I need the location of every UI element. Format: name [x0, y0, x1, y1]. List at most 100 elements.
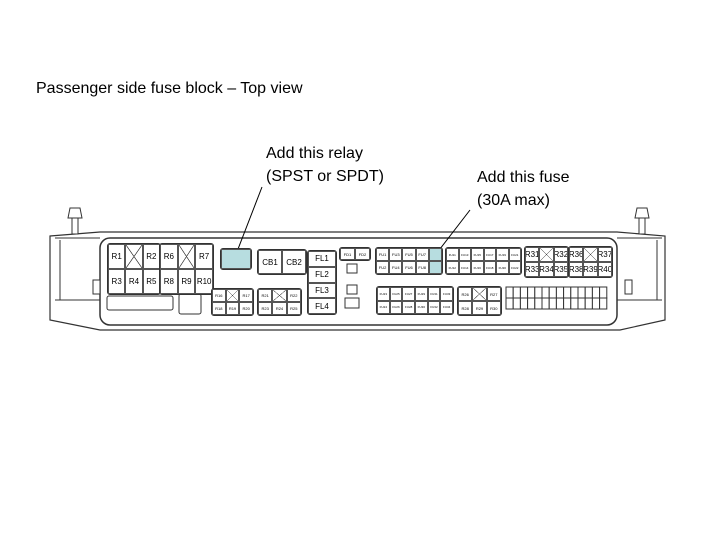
slot-fu33: FU33	[440, 287, 453, 301]
slot-r31: R31	[525, 247, 540, 262]
slot-r17: R17	[239, 289, 253, 302]
slot-r2: R2	[142, 244, 160, 269]
slot-r4: R4	[125, 269, 143, 294]
slot-fu13: FU13	[458, 248, 471, 261]
empty-slot	[583, 247, 598, 262]
connector-pin	[512, 286, 521, 299]
connector-strip	[106, 295, 174, 311]
slot-fu5: FU5	[402, 248, 416, 261]
slot-fu22: FU22	[508, 261, 521, 274]
slot-fu4: FU4	[389, 261, 403, 274]
slot-fu16: FU16	[471, 261, 484, 274]
connector-pin	[584, 286, 593, 299]
slot-r28: R28	[458, 301, 473, 315]
slot-fu28: FU28	[402, 300, 415, 314]
slot-r36: R36	[569, 247, 584, 262]
connector-pin	[512, 297, 521, 310]
slot-fu30: FU30	[415, 300, 428, 314]
slot-r29: R29	[472, 301, 487, 315]
spare-component	[346, 284, 358, 295]
slot-fu29: FU29	[415, 287, 428, 301]
slot-cb2: CB2	[282, 250, 306, 274]
empty-slot	[539, 247, 554, 262]
slot-fu18: FU18	[483, 261, 496, 274]
slot-r3: R3	[108, 269, 126, 294]
connector-pin	[570, 286, 579, 299]
slot-r26: R26	[458, 287, 473, 301]
connector-pin	[555, 297, 565, 310]
slot-fu3: FU3	[389, 248, 403, 261]
slot-r24: R24	[272, 302, 287, 315]
slot-fu1: FU1	[376, 248, 390, 261]
connector-pin	[534, 297, 543, 310]
slot-fu14: FU14	[458, 261, 471, 274]
slot-r6: R6	[160, 244, 178, 269]
empty-slot	[272, 289, 287, 302]
connector-pin	[519, 286, 529, 299]
slot-r39: R39	[583, 262, 598, 277]
slot-r9: R9	[177, 269, 196, 294]
slot-fu25: FU25	[389, 287, 403, 301]
slot-r5: R5	[142, 269, 160, 294]
slot-r27: R27	[486, 287, 501, 301]
slot-fu34: FU34	[440, 300, 453, 314]
slot-fu15: FU15	[471, 248, 484, 261]
slot-fu19: FU19	[496, 248, 509, 261]
connector-pin	[527, 286, 536, 299]
connector-pin	[599, 297, 608, 310]
slot-fu23: FU23	[377, 287, 390, 301]
slot-r19: R19	[225, 302, 240, 315]
slot-r21: R21	[258, 289, 273, 302]
added-relay-slot	[221, 249, 251, 269]
slot-fu2: FU2	[376, 261, 390, 274]
added-fuse-slot	[428, 261, 442, 274]
slot-r40: R40	[597, 262, 612, 277]
housing-outline	[49, 231, 666, 331]
slot-r32: R32	[553, 247, 568, 262]
slot-cb1: CB1	[258, 250, 282, 274]
slot-fu20: FU20	[496, 261, 509, 274]
spare-component	[344, 297, 360, 309]
slot-fu26: FU26	[389, 300, 403, 314]
added-fuse-slot	[428, 248, 442, 261]
slot-fl3: FL3	[308, 282, 336, 299]
connector-pin	[527, 297, 536, 310]
slot-fd2: FD2	[355, 248, 370, 260]
slot-r33: R33	[525, 262, 540, 277]
slot-r23: R23	[258, 302, 273, 315]
slot-r7: R7	[195, 244, 213, 269]
slot-fl2: FL2	[308, 266, 336, 283]
relay-annotation-line1: Add this relay	[266, 145, 363, 162]
connector-pin	[563, 286, 572, 299]
slot-fd1: FD1	[340, 248, 355, 260]
connector-pin	[519, 297, 529, 310]
slot-r37: R37	[597, 247, 612, 262]
slot-fu7: FU7	[415, 248, 429, 261]
connector-pin	[534, 286, 543, 299]
multi-pin-connector	[505, 286, 608, 310]
connector-block	[178, 293, 202, 315]
connector-pin	[577, 286, 586, 299]
fuse-annotation-line2: (30A max)	[477, 192, 550, 209]
slot-fu12: FU12	[446, 261, 459, 274]
connector-pin	[591, 286, 601, 299]
slot-fu21: FU21	[508, 248, 521, 261]
added-relay	[220, 248, 252, 270]
slot-fu24: FU24	[377, 300, 390, 314]
connector-pin	[563, 297, 572, 310]
slot-r16: R16	[212, 289, 226, 302]
connector-pin	[548, 297, 557, 310]
connector-pin	[570, 297, 579, 310]
connector-pin	[591, 297, 601, 310]
